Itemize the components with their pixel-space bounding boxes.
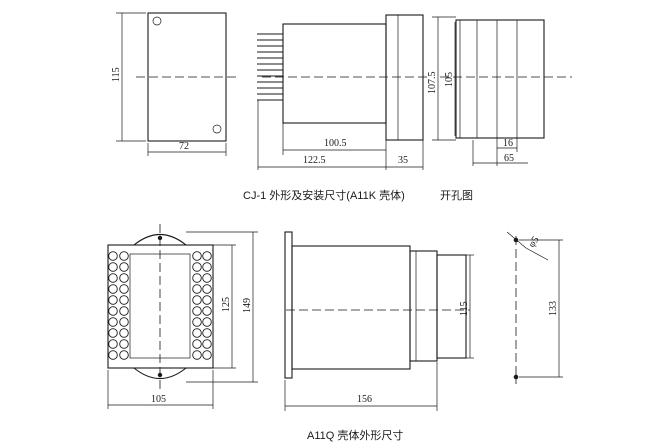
dim-label-115: 115	[111, 67, 122, 82]
top-mounting-ear	[133, 233, 187, 246]
bottom-title: A11Q 壳体外形尺寸	[307, 428, 403, 442]
dim-label-105: 105	[444, 72, 455, 87]
dim-label-35: 35	[398, 155, 408, 166]
a11q-side-view	[284, 231, 474, 411]
a11k-panel-outline	[455, 19, 545, 139]
a11q-cutout-view	[506, 231, 563, 384]
dim-label-125: 125	[221, 297, 232, 312]
dim-label-115-side: 115	[459, 301, 470, 316]
a11q-side-rear	[436, 254, 467, 359]
a11k-front-view	[116, 12, 238, 156]
dim-label-107-5: 107.5	[427, 72, 438, 95]
a11k-side-body	[282, 23, 387, 124]
dim-label-156: 156	[357, 394, 372, 405]
dim-label-16: 16	[503, 138, 513, 149]
a11k-side-view	[257, 14, 430, 170]
a11k-front-outline	[147, 12, 227, 142]
dim-label-133: 133	[548, 301, 559, 316]
mounting-hole-top	[152, 16, 162, 26]
cutout-hole-bottom	[513, 374, 519, 380]
dim-label-105-bottom: 105	[151, 394, 166, 405]
a11q-front-view	[107, 224, 258, 409]
right-terminal-column	[192, 251, 212, 360]
mounting-hole-bottom	[212, 124, 222, 134]
left-terminal-column	[108, 251, 129, 360]
top-cutout-caption: 开孔图	[440, 189, 473, 202]
dim-label-72: 72	[179, 141, 189, 152]
a11k-side-front-cover	[385, 14, 424, 141]
dim-label-phi5: φ5	[526, 235, 541, 250]
terminal-pins	[257, 33, 283, 101]
dim-label-149: 149	[242, 298, 253, 313]
a11q-front-body	[107, 244, 214, 369]
a11k-cutout-view	[432, 16, 572, 166]
dim-label-122-5: 122.5	[303, 155, 326, 166]
a11q-mounting-plate	[284, 231, 293, 379]
dim-label-100-5: 100.5	[324, 138, 347, 149]
a11q-side-cover	[409, 250, 438, 362]
a11q-side-body	[291, 245, 411, 370]
dim-label-65: 65	[504, 153, 514, 164]
bottom-mounting-ear	[133, 367, 187, 380]
top-title: CJ-1 外形及安装尺寸(A11K 壳体)	[243, 188, 405, 202]
